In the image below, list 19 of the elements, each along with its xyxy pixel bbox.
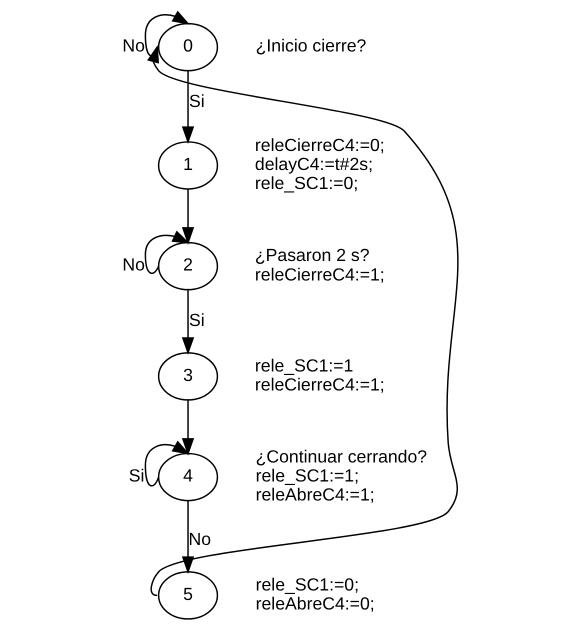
edge-label: No [122,36,145,56]
node-label: ¿Continuar cerrando? [256,446,428,467]
node-label: releAbreC4:=1; [256,484,375,505]
node-label: releAbreC4:=0; [256,594,375,614]
node-label: ¿Inicio cierre? [256,36,366,56]
edge-label: Si [189,310,205,330]
node-label: releCierreC4:=1; [254,374,385,394]
node-label: ¿Pasaron 2 s? [254,245,370,266]
node-label: releCierreC4:=1; [254,264,385,284]
edge-label: Si [189,90,205,111]
node-label: delayC4:=t#2s; [254,154,373,174]
node-label: rele_SC1:=0; [256,574,360,594]
node-label: rele_SC1:=1; [256,466,360,486]
node-label: rele_SC1:=0; [254,173,358,194]
node-label: rele_SC1:=1 [254,355,354,376]
edge-label: No [188,528,212,549]
edge-label: No [122,254,145,275]
edge-label: Si [128,466,144,486]
node-label: releCierreC4:=0; [254,134,385,155]
